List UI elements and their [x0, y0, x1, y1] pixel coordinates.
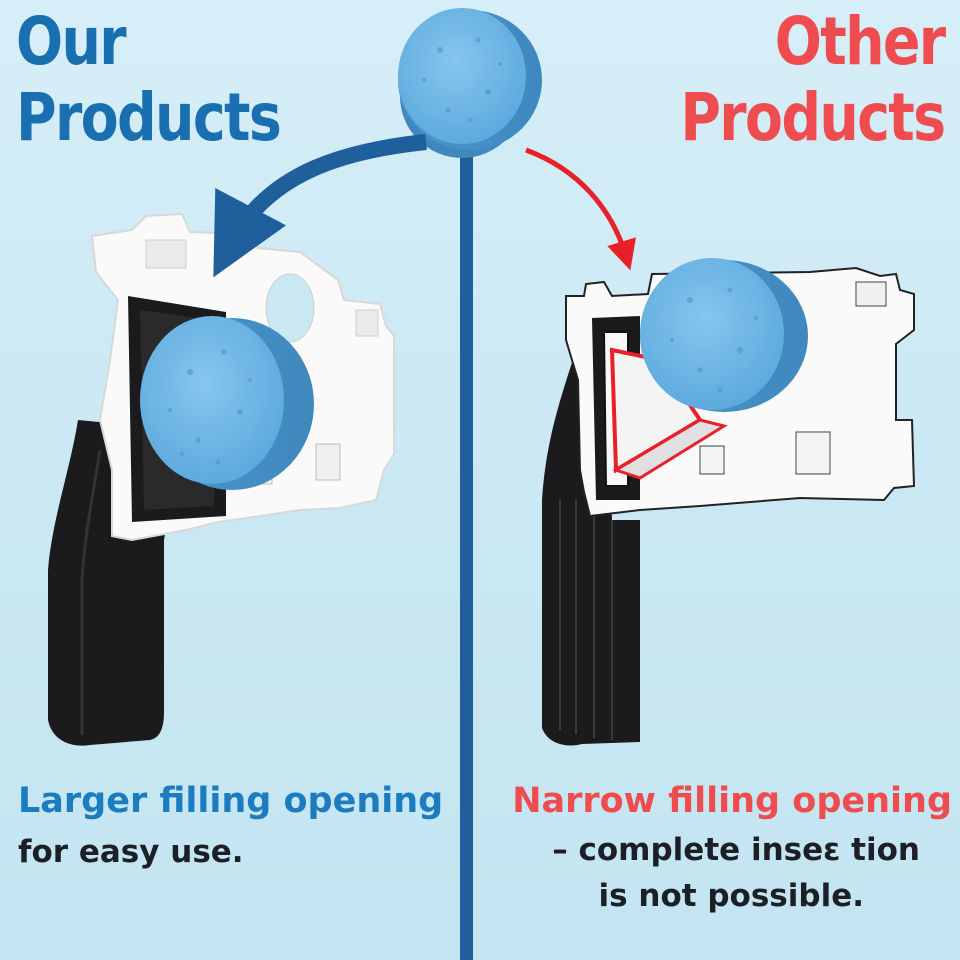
our-products-heading: Our Products	[16, 3, 282, 156]
left-caption-sub: for easy use.	[18, 834, 244, 870]
left-holder	[48, 212, 395, 746]
left-caption-title: Larger filling opening	[18, 781, 444, 821]
red-arrow	[525, 147, 636, 271]
other-products-heading-line2: Products	[679, 79, 946, 156]
other-products-heading: Other Products	[679, 3, 946, 156]
right-caption-sub-line2: is not possible.	[598, 878, 864, 914]
our-products-heading-line2: Products	[16, 79, 282, 156]
other-products-heading-line1: Other	[774, 3, 945, 80]
center-divider	[460, 150, 473, 960]
our-products-heading-line1: Our	[16, 3, 127, 80]
top-tablet	[398, 8, 542, 158]
blue-arrow	[213, 134, 427, 278]
right-holder	[542, 258, 916, 746]
right-caption-title: Narrow filling opening	[512, 781, 952, 821]
right-caption-sub-line1: – complete inseε tion	[552, 832, 920, 868]
